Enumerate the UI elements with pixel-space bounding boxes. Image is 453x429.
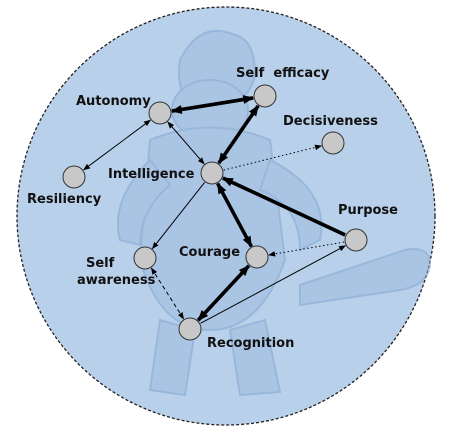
label-awareness: awareness xyxy=(77,273,156,288)
edge-autonomy-to-intelligence xyxy=(167,121,205,165)
label-intelligence: Intelligence xyxy=(108,167,195,182)
edge-self-efficacy-to-intelligence xyxy=(217,104,260,165)
node-purpose[interactable] xyxy=(344,228,368,252)
edge-intelligence-to-courage xyxy=(216,182,253,248)
node-courage[interactable] xyxy=(245,245,269,269)
label-decisiveness: Decisiveness xyxy=(283,114,378,129)
edge-intelligence-to-self-awareness xyxy=(151,182,205,250)
node-intelligence[interactable] xyxy=(200,161,224,185)
node-recognition[interactable] xyxy=(178,317,202,341)
node-resiliency[interactable] xyxy=(62,165,86,189)
label-resiliency: Resiliency xyxy=(27,192,102,207)
node-self-awareness[interactable] xyxy=(133,246,157,270)
labels-layer: Autonomy Self efficacy Decisiveness Resi… xyxy=(27,66,398,351)
label-self-efficacy: Self efficacy xyxy=(236,66,330,81)
node-autonomy[interactable] xyxy=(148,101,172,125)
edge-purpose-to-courage xyxy=(268,241,345,257)
nodes-layer xyxy=(62,84,368,341)
label-recognition: Recognition xyxy=(207,336,294,351)
edge-autonomy-to-resiliency xyxy=(83,119,151,171)
node-decisiveness[interactable] xyxy=(321,131,345,155)
edge-intelligence-to-decisiveness xyxy=(223,144,323,171)
label-courage: Courage xyxy=(179,245,240,260)
label-self: Self xyxy=(86,256,115,271)
label-autonomy: Autonomy xyxy=(76,94,151,109)
edge-recognition-to-purpose xyxy=(200,245,347,324)
label-purpose: Purpose xyxy=(338,203,398,218)
edge-self-awareness-to-recognition xyxy=(151,267,184,320)
edge-courage-to-recognition xyxy=(196,264,251,322)
edges-layer xyxy=(83,95,347,324)
node-self-efficacy[interactable] xyxy=(253,84,277,108)
edge-autonomy-to-self-efficacy xyxy=(170,95,255,114)
